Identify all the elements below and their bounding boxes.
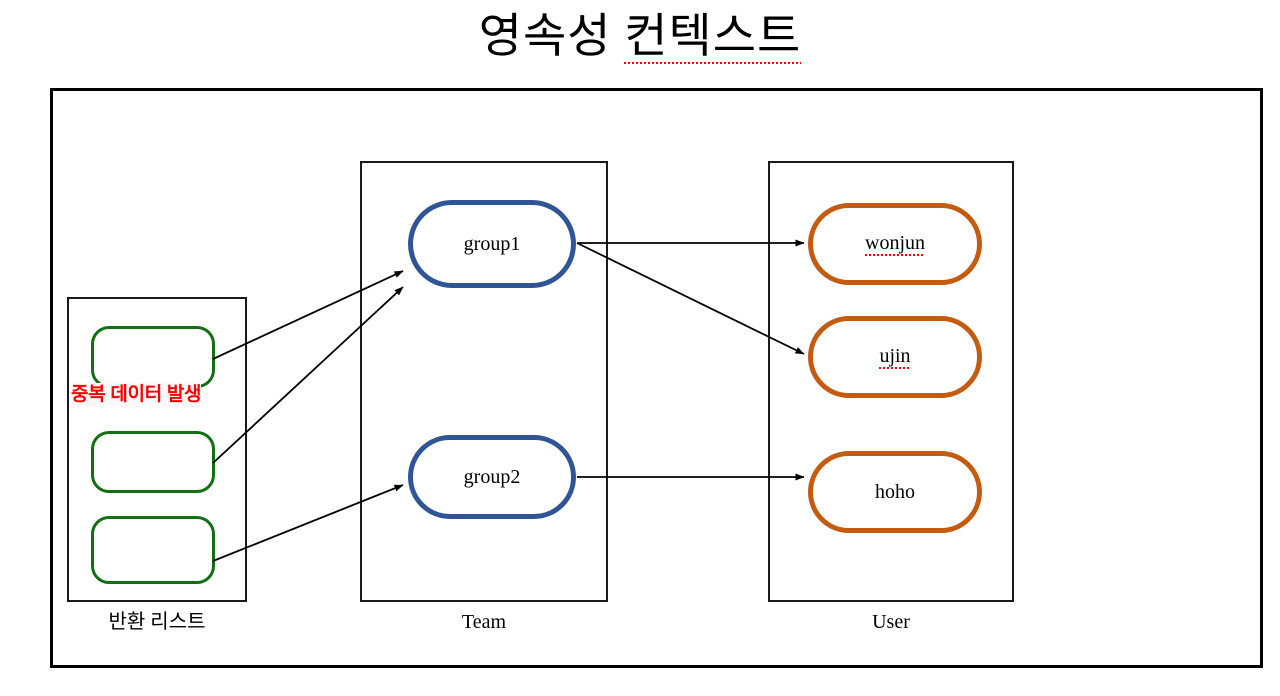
user-node-hoho-label: hoho <box>875 480 915 503</box>
diagram-frame: group1 group2 wonjun ujin hoho 중복 데이터 발생… <box>50 88 1263 668</box>
column-label-user: User <box>872 611 910 633</box>
column-label-team: Team <box>461 611 507 633</box>
column-label-return-list: 반환 리스트 <box>108 611 206 633</box>
team-node-group2-label: group2 <box>463 465 521 488</box>
user-node-wonjun[interactable]: wonjun <box>808 203 982 285</box>
user-node-ujin-label: ujin <box>879 344 911 370</box>
user-node-hoho[interactable]: hoho <box>808 451 982 533</box>
return-list-item-2[interactable] <box>91 431 215 493</box>
page-title: 영속성 컨텍스트 <box>0 6 1280 68</box>
user-node-wonjun-label: wonjun <box>865 231 925 257</box>
duplicate-data-annotation: 중복 데이터 발생 <box>71 383 202 407</box>
return-list-item-1[interactable] <box>91 326 215 388</box>
team-node-group2[interactable]: group2 <box>408 435 576 519</box>
user-node-ujin[interactable]: ujin <box>808 316 982 398</box>
page-title-plain: 영속성 <box>478 11 625 63</box>
column-user <box>768 161 1014 602</box>
return-list-item-3[interactable] <box>91 516 215 584</box>
team-node-group1-label: group1 <box>463 232 521 255</box>
team-node-group1[interactable]: group1 <box>408 200 576 288</box>
page-title-misspelled: 컨텍스트 <box>624 11 802 66</box>
